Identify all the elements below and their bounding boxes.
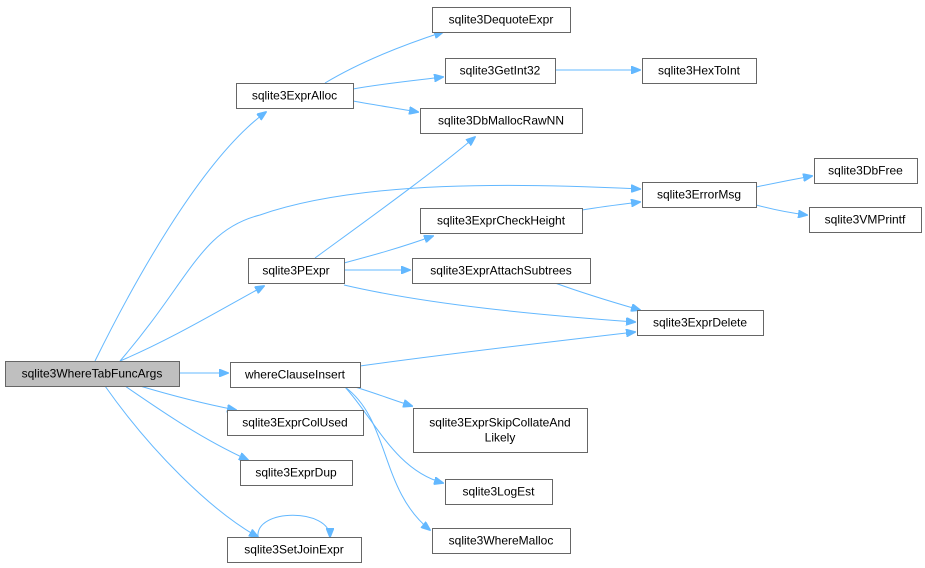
node-root[interactable]: sqlite3WhereTabFuncArgs — [5, 361, 180, 387]
node-label: sqlite3ExprDup — [255, 466, 337, 480]
node-label: sqlite3LogEst — [462, 485, 535, 499]
node-label: sqlite3ExprSkipCollateAnd — [429, 416, 570, 430]
node-dbFree[interactable]: sqlite3DbFree — [814, 158, 918, 184]
edge-root-to-exprDup — [124, 385, 248, 460]
node-pexpr[interactable]: sqlite3PExpr — [248, 258, 345, 284]
node-mallocRaw[interactable]: sqlite3DbMallocRawNN — [420, 108, 583, 134]
edge-setJoin-to-setJoin — [257, 514, 330, 537]
node-box — [637, 310, 764, 336]
node-box — [248, 258, 345, 284]
node-box — [412, 258, 591, 284]
node-label: Likely — [485, 431, 516, 445]
node-checkHeight[interactable]: sqlite3ExprCheckHeight — [420, 208, 583, 234]
node-box — [5, 361, 180, 387]
edge-errorMsg-to-vmprintf — [755, 204, 807, 215]
edge-checkHeight-to-errorMsg — [581, 202, 640, 211]
node-box — [814, 158, 918, 184]
edge-root-to-setJoin — [104, 385, 258, 537]
node-box — [236, 83, 354, 109]
edge-pexpr-to-mallocRaw — [314, 137, 475, 259]
node-label: sqlite3DbFree — [828, 164, 903, 178]
node-label: sqlite3SetJoinExpr — [244, 543, 343, 557]
node-setJoin[interactable]: sqlite3SetJoinExpr — [227, 537, 362, 563]
node-box — [413, 408, 588, 453]
edge-whereInsert-to-logEst — [344, 386, 443, 483]
node-exprDup[interactable]: sqlite3ExprDup — [240, 460, 353, 486]
node-label: sqlite3ExprCheckHeight — [437, 214, 566, 228]
node-label: sqlite3DequoteExpr — [449, 13, 554, 27]
node-label: sqlite3ExprDelete — [653, 316, 747, 330]
edges-layer — [94, 32, 812, 537]
node-colUsed[interactable]: sqlite3ExprColUsed — [227, 410, 364, 436]
node-exprAlloc[interactable]: sqlite3ExprAlloc — [236, 83, 354, 109]
edge-root-to-exprAlloc — [94, 112, 266, 362]
node-box — [240, 460, 353, 486]
edge-exprAlloc-to-dequote — [324, 32, 443, 84]
node-whereInsert[interactable]: whereClauseInsert — [230, 362, 361, 388]
edge-whereInsert-to-exprDelete — [359, 332, 635, 367]
node-label: sqlite3VMPrintf — [825, 213, 906, 227]
node-label: sqlite3WhereTabFuncArgs — [22, 367, 163, 381]
node-label: sqlite3HexToInt — [658, 64, 741, 78]
node-vmprintf[interactable]: sqlite3VMPrintf — [809, 207, 922, 233]
node-box — [642, 58, 757, 84]
edge-exprAlloc-to-getInt32 — [352, 77, 443, 90]
node-box — [227, 537, 362, 563]
edge-root-to-colUsed — [139, 385, 236, 410]
edge-pexpr-to-checkHeight — [343, 236, 433, 264]
node-box — [642, 182, 757, 208]
node-label: sqlite3DbMallocRawNN — [438, 114, 564, 128]
edge-root-to-pexpr — [119, 286, 264, 362]
node-label: sqlite3ErrorMsg — [657, 188, 741, 202]
node-label: sqlite3ExprAlloc — [252, 89, 337, 103]
node-label: sqlite3WhereMalloc — [449, 534, 554, 548]
node-attachSub[interactable]: sqlite3ExprAttachSubtrees — [412, 258, 591, 284]
node-box — [809, 207, 922, 233]
edge-whereInsert-to-whereMalloc — [344, 386, 430, 530]
node-box — [420, 108, 583, 134]
edge-exprAlloc-to-mallocRaw — [352, 100, 418, 112]
node-label: whereClauseInsert — [244, 368, 346, 382]
node-box — [445, 58, 556, 84]
edge-errorMsg-to-dbFree — [755, 176, 812, 188]
node-exprDelete[interactable]: sqlite3ExprDelete — [637, 310, 764, 336]
node-box — [445, 479, 553, 505]
node-logEst[interactable]: sqlite3LogEst — [445, 479, 553, 505]
node-box — [420, 208, 583, 234]
node-label: sqlite3PExpr — [262, 264, 329, 278]
node-hexToInt[interactable]: sqlite3HexToInt — [642, 58, 757, 84]
node-errorMsg[interactable]: sqlite3ErrorMsg — [642, 182, 757, 208]
edge-pexpr-to-exprDelete — [343, 284, 635, 322]
nodes-layer: sqlite3WhereTabFuncArgs sqlite3ExprAlloc s… — [5, 7, 922, 563]
node-dequote[interactable]: sqlite3DequoteExpr — [432, 7, 571, 33]
node-label: sqlite3GetInt32 — [460, 64, 541, 78]
node-whereMalloc[interactable]: sqlite3WhereMalloc — [432, 528, 571, 554]
node-box — [432, 528, 571, 554]
node-box — [432, 7, 571, 33]
edge-attachSub-to-exprDelete — [554, 282, 640, 310]
node-box — [230, 362, 361, 388]
node-label: sqlite3ExprColUsed — [242, 416, 347, 430]
node-box — [227, 410, 364, 436]
edge-whereInsert-to-skipCollate — [354, 386, 412, 406]
edge-root-to-errorMsg — [119, 185, 640, 362]
node-label: sqlite3ExprAttachSubtrees — [430, 264, 571, 278]
node-getInt32[interactable]: sqlite3GetInt32 — [445, 58, 556, 84]
